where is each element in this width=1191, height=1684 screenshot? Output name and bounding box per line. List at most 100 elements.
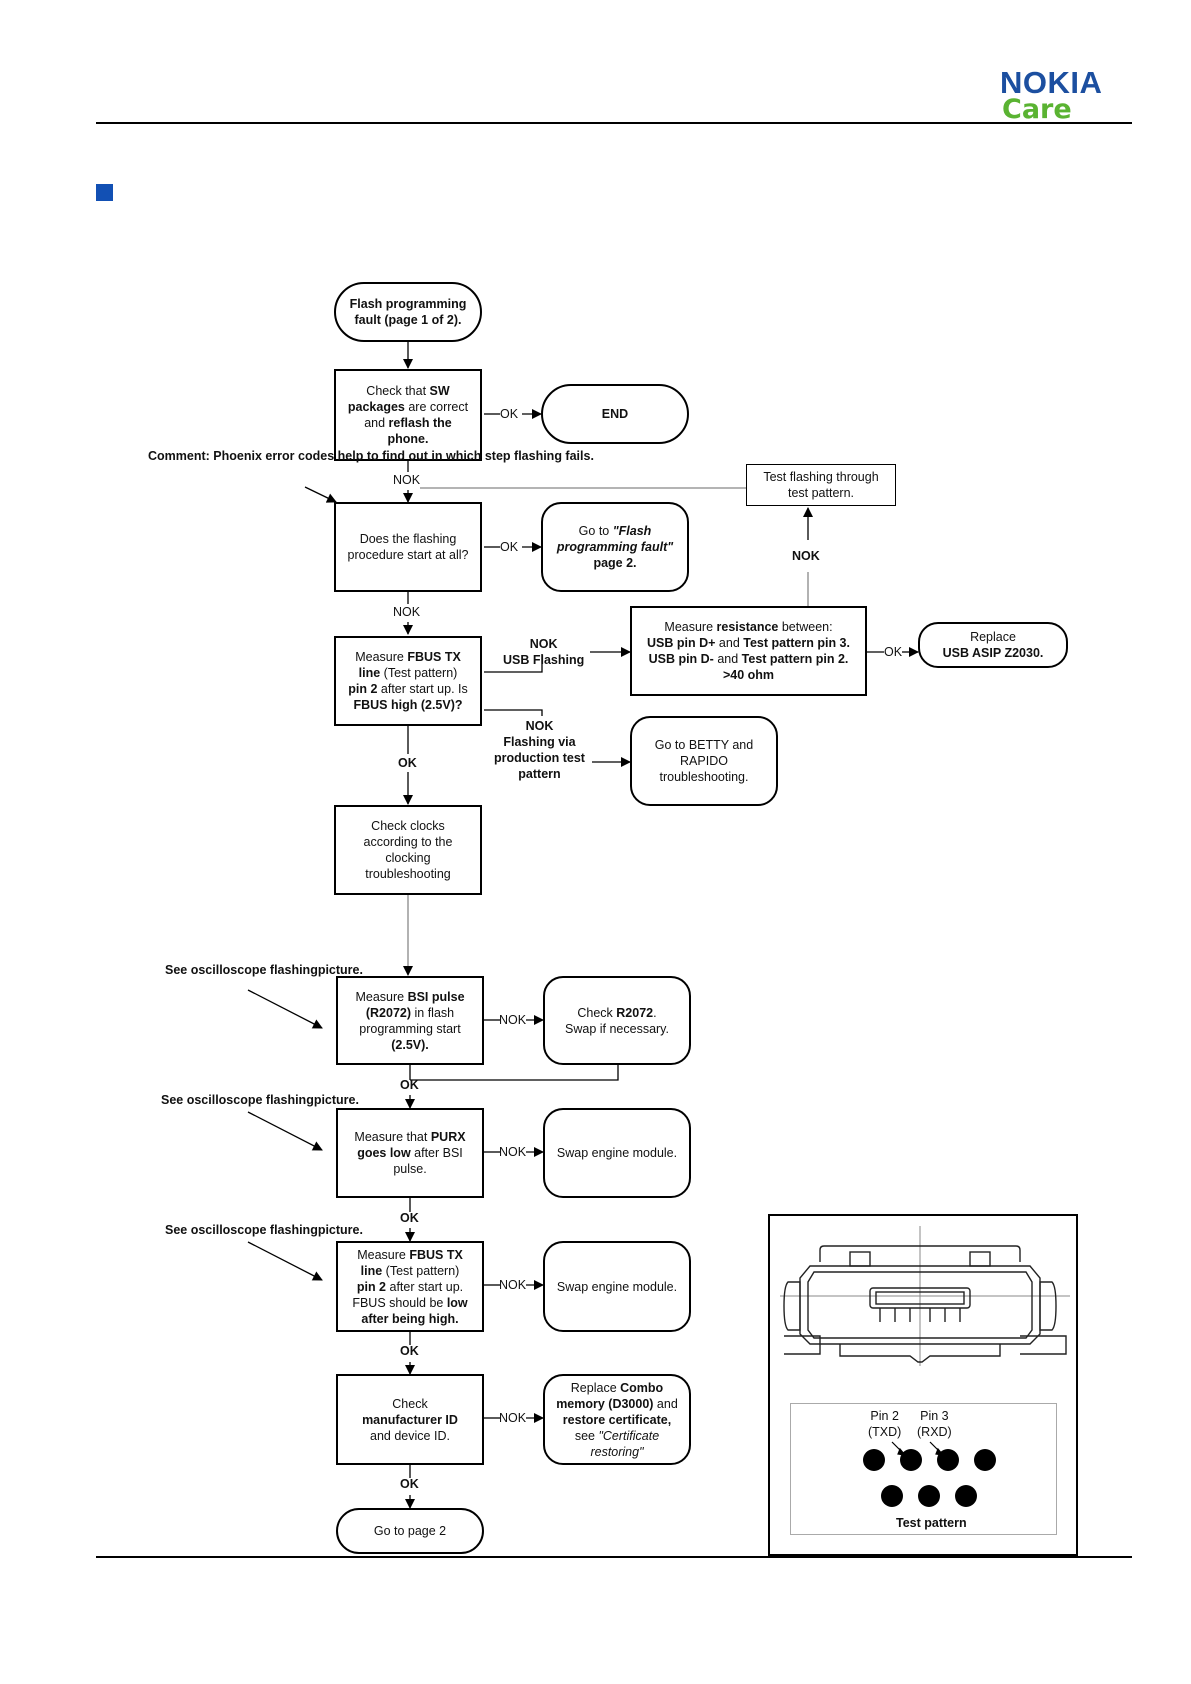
text-part: USB pin D+ — [647, 636, 716, 650]
text-part: restoring" — [590, 1444, 644, 1459]
pin2-label: Pin 2 (TXD) — [868, 1408, 901, 1440]
ok-label-fbus: OK — [398, 755, 417, 771]
text-part: pattern — [518, 767, 561, 781]
text-part: Measure — [664, 620, 717, 634]
text-part: are correct — [404, 400, 469, 414]
text-part: USB ASIP Z2030. — [942, 646, 1044, 660]
text-part: Test pattern pin 3. — [743, 636, 850, 650]
text-part: picture. — [317, 1223, 363, 1237]
comment-line: Comment: Phoenix error — [148, 449, 295, 463]
osc-note-2: See oscilloscope flashingpicture. — [161, 1092, 359, 1108]
text-part: after start up. — [386, 1279, 464, 1294]
ok-text: OK — [400, 1211, 419, 1225]
nok-label-2: NOK — [393, 605, 421, 619]
pad-3 — [937, 1449, 959, 1471]
text-part: Swap if necessary. — [565, 1021, 669, 1036]
measure-purx-box: Measure that PURX goes low after BSI pul… — [336, 1108, 484, 1198]
text-part: SW — [429, 384, 450, 398]
text-part: RAPIDO — [680, 754, 728, 768]
text-part: Test flashing through — [763, 470, 879, 484]
check-sw-box: Check that SW packages are correct and r… — [334, 369, 482, 461]
pad-7 — [955, 1485, 977, 1507]
text-part: and device ID. — [370, 1428, 450, 1443]
text-part: Pin 2 — [870, 1409, 899, 1423]
usb-connector-drawing — [780, 1226, 1070, 1366]
comment-note: Comment: Phoenix error codes help to fin… — [148, 448, 594, 464]
text-part: goes low — [357, 1146, 411, 1160]
text-part: pin 2 — [356, 1279, 387, 1294]
measure-fbus2-box: Measure FBUS TX line (Test pattern) pin … — [336, 1241, 484, 1332]
comment-line: codes help to find out in — [298, 449, 443, 463]
footer-rule — [96, 1556, 1132, 1558]
pad-6 — [918, 1485, 940, 1507]
text-part: procedure start at all? — [347, 548, 469, 562]
text-part: >40 ohm — [722, 668, 775, 682]
nok-label-fbus2: NOK — [499, 1278, 527, 1292]
text-part: Replace — [970, 630, 1016, 644]
text-part: Check — [392, 1396, 428, 1411]
text-part: (Test pattern) — [380, 666, 458, 680]
pad-layout-box — [790, 1403, 1057, 1535]
text-part: Measure — [355, 989, 408, 1004]
text-part: after start up. Is — [377, 682, 468, 696]
text-part: and — [713, 652, 742, 666]
osc-note-3: See oscilloscope flashingpicture. — [165, 1222, 363, 1238]
text-part: and — [715, 636, 744, 650]
text-part: according to the — [363, 835, 453, 849]
text-part: Replace — [570, 1380, 621, 1395]
text-part: low — [446, 1295, 468, 1310]
text-part: (Test pattern) — [382, 1263, 460, 1278]
text-part: Flashing via — [503, 735, 576, 749]
text-part: FBUS should be — [352, 1295, 447, 1310]
text-part: after BSI — [410, 1146, 463, 1160]
comment-line: which step flashing fails. — [445, 449, 594, 463]
pad-5 — [881, 1485, 903, 1507]
ok-text: OK — [400, 1477, 419, 1491]
text-part: pin 2 — [348, 682, 378, 696]
text-part: troubleshooting — [365, 867, 451, 881]
text-part: test pattern. — [787, 486, 854, 500]
text-part: See oscilloscope flashing — [161, 1093, 314, 1107]
text-part: restore certificate, — [562, 1412, 672, 1427]
nok-label-manuf: NOK — [499, 1411, 527, 1425]
text-part: Swap engine module. — [556, 1279, 678, 1294]
text-part: programming fault" — [556, 540, 674, 554]
measure-fbus-box: Measure FBUS TX line (Test pattern) pin … — [334, 636, 482, 726]
text-part: troubleshooting. — [659, 770, 749, 784]
text-part: USB pin D- — [648, 652, 714, 666]
text-part: Pin 3 — [920, 1409, 949, 1423]
text-part: R2072 — [616, 1005, 654, 1020]
measure-bsi-box: Measure BSI pulse (R2072) in flash progr… — [336, 976, 484, 1065]
text-part: packages — [347, 400, 405, 414]
measure-resistance-box: Measure resistance between: USB pin D+ a… — [630, 606, 867, 696]
nok-label-bsi: NOK — [499, 1013, 527, 1027]
text-part: Check — [577, 1005, 617, 1020]
nok-usb-label: NOK USB Flashing — [503, 636, 584, 668]
text-part: phone. — [387, 432, 429, 446]
pin3-label: Pin 3 (RXD) — [917, 1408, 952, 1440]
text-part: Check that — [366, 384, 430, 398]
text-part: Swap engine module. — [556, 1146, 678, 1160]
text-part: resistance — [716, 620, 779, 634]
nok-label-1: NOK — [393, 473, 421, 487]
text-part: (2.5V). — [391, 1037, 429, 1052]
start-line1: Flash programming — [349, 297, 467, 311]
text-part: Measure — [357, 1247, 410, 1262]
text-part: See oscilloscope flashing — [165, 963, 318, 977]
text-part: picture. — [313, 1093, 359, 1107]
ok-label-purx: OK — [400, 1210, 419, 1226]
text-part: BSI pulse — [407, 989, 465, 1004]
text-part: Go to BETTY and — [654, 738, 754, 752]
start-line2: fault (page 1 of 2). — [354, 313, 462, 327]
osc-note-1: See oscilloscope flashingpicture. — [165, 962, 363, 978]
ok-label-1: OK — [500, 407, 519, 421]
swap-engine-box-1: Swap engine module. — [543, 1108, 691, 1198]
text-part: between: — [778, 620, 833, 634]
ok-text: OK — [400, 1344, 419, 1358]
text-part: line — [360, 1263, 383, 1278]
check-r2072-box: Check R2072. Swap if necessary. — [543, 976, 691, 1065]
test-flash-box: Test flashing through test pattern. — [746, 464, 896, 506]
pad-1 — [863, 1449, 885, 1471]
